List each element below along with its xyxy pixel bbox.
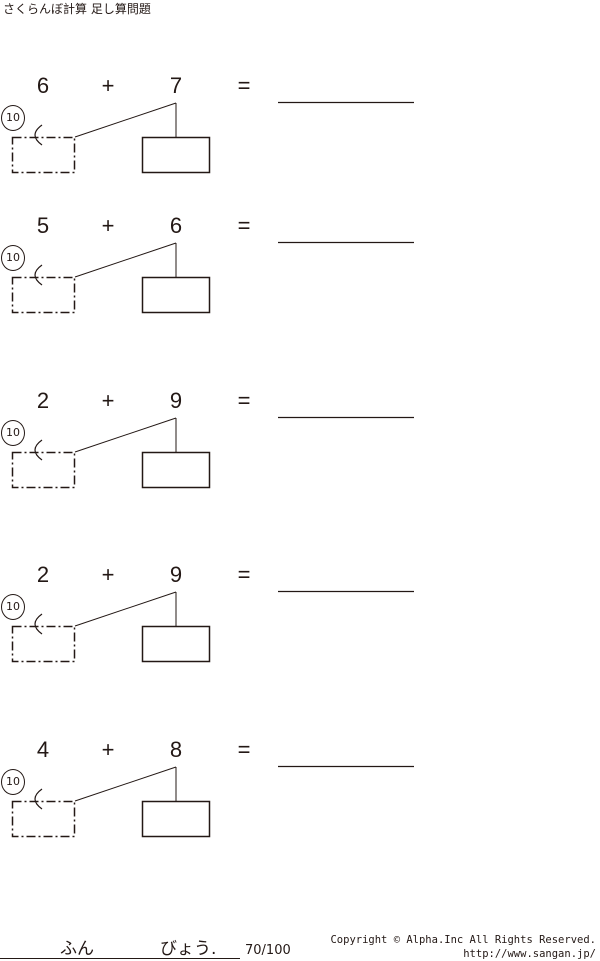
bracket-icon (34, 788, 43, 810)
cherry-diagram (11, 590, 414, 663)
plus-sign: + (101, 562, 115, 587)
seconds-label: びょう. (160, 939, 217, 959)
addend-b: 6 (169, 213, 183, 238)
problem: 6 + 7 = 10 (0, 73, 600, 183)
worksheet-title: さくらんぼ計算 足し算問題 (3, 2, 151, 16)
copyright: Copyright © Alpha.Inc All Rights Reserve… (330, 934, 596, 946)
addend-a: 4 (36, 737, 50, 762)
branch-line (74, 242, 177, 278)
equals-sign: = (237, 388, 251, 413)
bracket-icon (34, 613, 43, 635)
ten-circle: 10 (1, 769, 25, 795)
minutes-label: ふん (60, 939, 94, 959)
equals-sign: = (237, 562, 251, 587)
plus-sign: + (101, 737, 115, 762)
addend-b: 7 (169, 73, 183, 98)
plus-sign: + (101, 213, 115, 238)
addend-a: 5 (36, 213, 50, 238)
decompose-box[interactable] (11, 625, 76, 663)
remainder-box[interactable] (141, 800, 211, 838)
plus-sign: + (101, 73, 115, 98)
remainder-box[interactable] (141, 276, 211, 314)
remainder-box[interactable] (141, 136, 211, 174)
bracket-icon (34, 439, 43, 461)
cherry-diagram (11, 416, 414, 489)
ten-circle: 10 (1, 420, 25, 446)
ten-circle: 10 (1, 105, 25, 131)
cherry-diagram (11, 241, 414, 314)
decompose-box[interactable] (11, 276, 76, 314)
cherry-diagram (11, 101, 414, 174)
remainder-box[interactable] (141, 451, 211, 489)
ten-circle: 10 (1, 245, 25, 271)
addend-a: 6 (36, 73, 50, 98)
branch-line (74, 417, 177, 453)
time-line (0, 958, 240, 959)
addend-b: 9 (169, 388, 183, 413)
remainder-box[interactable] (141, 625, 211, 663)
cherry-diagram (11, 765, 414, 838)
addend-b: 8 (169, 737, 183, 762)
addend-b: 9 (169, 562, 183, 587)
equals-sign: = (237, 73, 251, 98)
branch-line (74, 591, 177, 627)
plus-sign: + (101, 388, 115, 413)
score: 70/100 (245, 943, 291, 958)
branch-line (74, 766, 177, 802)
decompose-box[interactable] (11, 136, 76, 174)
problem: 2 + 9 = 10 (0, 562, 600, 672)
problem: 5 + 6 = 10 (0, 213, 600, 323)
addend-a: 2 (36, 562, 50, 587)
problem: 4 + 8 = 10 (0, 737, 600, 847)
bracket-icon (34, 264, 43, 286)
equals-sign: = (237, 213, 251, 238)
branch-line (74, 102, 177, 138)
addend-a: 2 (36, 388, 50, 413)
ten-circle: 10 (1, 594, 25, 620)
equals-sign: = (237, 737, 251, 762)
problem: 2 + 9 = 10 (0, 388, 600, 498)
decompose-box[interactable] (11, 800, 76, 838)
decompose-box[interactable] (11, 451, 76, 489)
bracket-icon (34, 124, 43, 146)
site-url: http://www.sangan.jp/ (463, 948, 596, 960)
